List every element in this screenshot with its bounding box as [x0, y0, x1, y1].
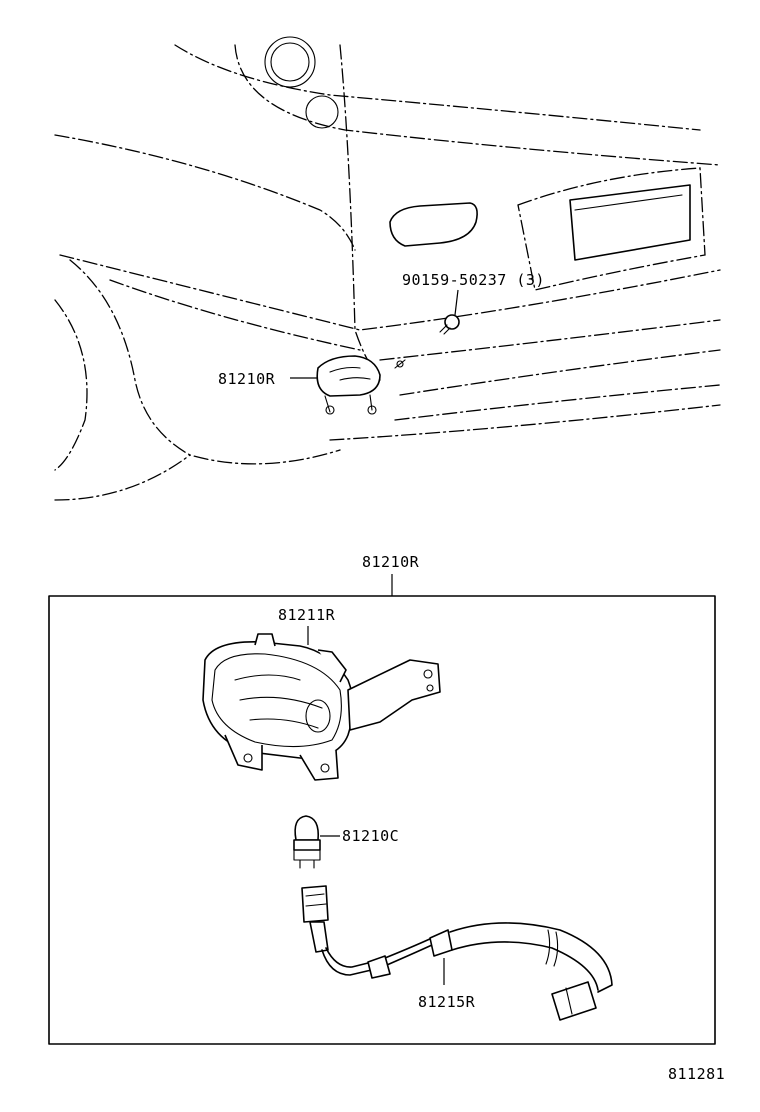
bulb-icon [293, 815, 340, 869]
assembly-frame [48, 595, 716, 1045]
label-housing: 81211R [278, 606, 336, 624]
screw-icon [439, 314, 460, 335]
label-socket-wire: 81215R [418, 993, 476, 1011]
label-assembly: 81210R [362, 553, 420, 571]
label-bulb: 81210C [342, 827, 399, 845]
label-lamp-in-car: 81210R [218, 370, 276, 388]
figure-id: 811281 [668, 1065, 725, 1083]
socket-wire [301, 885, 613, 1021]
fog-lamp-small [316, 355, 381, 415]
fog-lamp-housing [202, 626, 441, 781]
vehicle-rear-view [54, 36, 721, 501]
label-screw: 90159-50237 (3) [402, 271, 545, 289]
